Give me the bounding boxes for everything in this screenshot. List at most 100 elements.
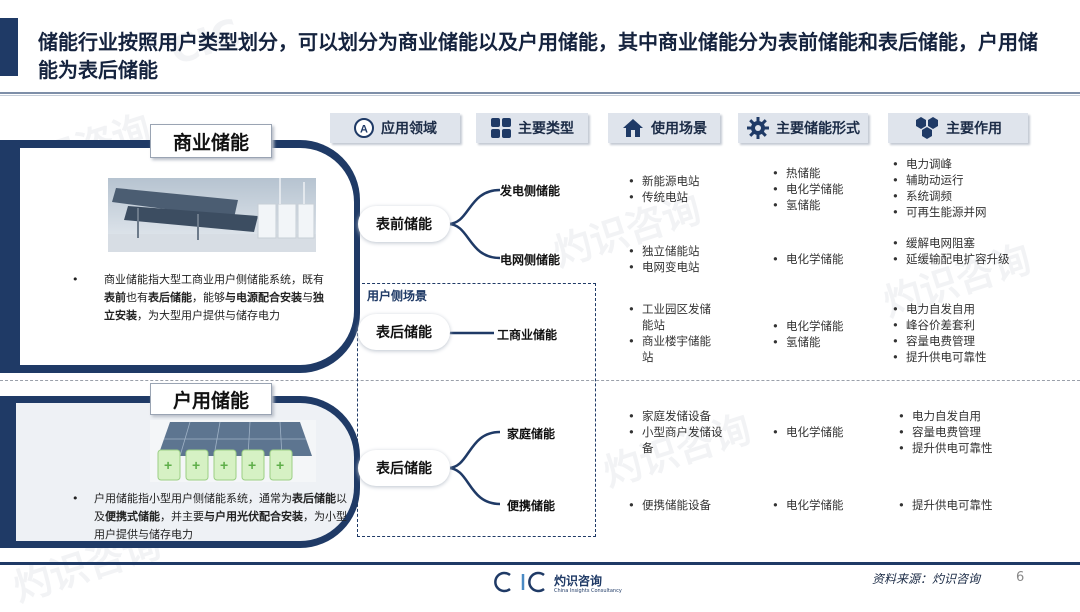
list-item: 容量电费管理	[896, 424, 1016, 440]
residential-description: • 户用储能指小型用户侧储能系统，通常为表后储能以及便携式储能，并主要与户用光伏…	[72, 490, 356, 544]
desc-bold: 与户用光伏配合安装	[204, 510, 303, 523]
portable-node: 便携储能	[507, 497, 555, 514]
footer-logo-text: 灼识咨询	[554, 574, 622, 588]
page-title: 储能行业按照用户类型划分，可以划分为商业储能以及户用储能，其中商业储能分为表前储…	[38, 28, 1048, 84]
svg-text:+: +	[164, 457, 172, 473]
list-item: 电网变电站	[626, 259, 726, 275]
a-circle-icon: A	[353, 117, 375, 139]
front-meter-label: 表前储能	[376, 214, 432, 234]
list-item: 电力自发自用	[896, 408, 1016, 424]
list-item: 新能源电站	[626, 173, 726, 189]
svg-text:+: +	[248, 457, 256, 473]
grid-icon	[490, 117, 512, 139]
list-item: 可再生能源并网	[890, 204, 1010, 220]
desc-text: 与	[302, 291, 313, 304]
form-list-0: 热储能 电化学储能 氢储能	[770, 165, 870, 213]
title-divider	[0, 92, 1080, 94]
svg-text:+: +	[220, 457, 228, 473]
list-item: 家庭发储设备	[626, 408, 726, 424]
list-item: 小型商户发储设备	[626, 424, 726, 456]
list-item: 电化学储能	[770, 251, 870, 267]
footer-rule	[0, 562, 1080, 565]
behind-meter-r-node: 表后储能	[358, 450, 450, 486]
list-item: 电化学储能	[770, 318, 870, 334]
list-item: 商业楼宇储能站	[626, 333, 716, 365]
list-item: 缓解电网阻塞	[890, 235, 1012, 251]
scene-list-4: 便携储能设备	[626, 497, 736, 513]
front-meter-node: 表前储能	[358, 206, 450, 242]
list-item: 电力自发自用	[890, 301, 1010, 317]
list-item: 提升供电可靠性	[896, 497, 1016, 513]
home-node: 家庭储能	[507, 425, 555, 442]
header-type-label: 主要类型	[518, 118, 574, 138]
desc-bold: 与电源配合安装	[225, 291, 302, 304]
footer-logo-sub: China Insights Consultancy	[554, 588, 622, 595]
header-role: 主要作用	[888, 113, 1028, 143]
page-number: 6	[1016, 570, 1024, 585]
list-item: 电力调峰	[890, 156, 1010, 172]
grid-side-node: 电网侧储能	[500, 251, 560, 268]
header-field-label: 应用领域	[381, 118, 437, 138]
header-scene: 使用场景	[608, 113, 720, 143]
commercial-label: 商业储能	[150, 124, 272, 158]
desc-bold: 表后储能	[292, 492, 336, 505]
commercial-description: • 商业储能指大型工商业用户侧储能系统，既有表前也有表后储能，能够与电源配合安装…	[72, 271, 334, 325]
list-item: 峰谷价差套利	[890, 317, 1010, 333]
behind-meter-r-label: 表后储能	[376, 458, 432, 478]
role-list-1: 缓解电网阻塞 延缓输配电扩容升级	[890, 235, 1012, 267]
list-item: 延缓输配电扩容升级	[890, 251, 1012, 267]
hexagons-icon	[914, 116, 940, 140]
behind-meter-c-node: 表后储能	[358, 314, 450, 350]
user-side-scene-label: 用户侧场景	[367, 287, 427, 304]
list-item: 提升供电可靠性	[890, 349, 1010, 365]
residential-image: + + + + +	[150, 420, 316, 482]
svg-text:+: +	[276, 457, 284, 473]
scene-list-3: 家庭发储设备 小型商户发储设备	[626, 408, 726, 456]
list-item: 氢储能	[770, 197, 870, 213]
role-list-2: 电力自发自用 峰谷价差套利 容量电费管理 提升供电可靠性	[890, 301, 1010, 365]
svg-text:+: +	[192, 457, 200, 473]
title-accent-bar	[0, 18, 18, 76]
header-type: 主要类型	[476, 113, 588, 143]
list-item: 电化学储能	[770, 181, 870, 197]
list-item: 提升供电可靠性	[896, 440, 1016, 456]
header-role-label: 主要作用	[946, 118, 1002, 138]
desc-text: 也有	[126, 291, 148, 304]
title-divider-thin	[0, 95, 1080, 96]
scene-list-0: 新能源电站 传统电站	[626, 173, 726, 205]
a-circle-letter: A	[360, 124, 368, 136]
desc-text: ，并主要	[160, 510, 204, 523]
residential-label: 户用储能	[150, 383, 272, 415]
header-scene-label: 使用场景	[651, 118, 707, 138]
list-item: 热储能	[770, 165, 870, 181]
form-list-3: 电化学储能	[770, 424, 870, 440]
ci-node: 工商业储能	[497, 326, 557, 343]
scene-list-1: 独立储能站 电网变电站	[626, 243, 726, 275]
cic-logo-icon	[494, 570, 550, 598]
house-icon	[621, 117, 645, 139]
header-form-label: 主要储能形式	[776, 118, 860, 138]
role-list-0: 电力调峰 辅助动运行 系统调频 可再生能源并网	[890, 156, 1010, 220]
list-item: 电化学储能	[770, 497, 870, 513]
form-list-4: 电化学储能	[770, 497, 870, 513]
form-list-1: 电化学储能	[770, 251, 870, 267]
list-item: 独立储能站	[626, 243, 726, 259]
desc-bold: 表后储能	[148, 291, 192, 304]
behind-meter-c-label: 表后储能	[376, 322, 432, 342]
commercial-image	[108, 178, 316, 252]
desc-bold: 表前	[104, 291, 126, 304]
list-item: 电化学储能	[770, 424, 870, 440]
footer-source: 资料来源：灼识咨询	[872, 570, 980, 587]
desc-text: 户用储能指小型用户侧储能系统，通常为	[94, 492, 292, 505]
list-item: 容量电费管理	[890, 333, 1010, 349]
desc-text: 商业储能指大型工商业用户侧储能系统，既有	[104, 273, 324, 286]
desc-text: ，能够	[192, 291, 225, 304]
list-item: 系统调频	[890, 188, 1010, 204]
form-list-2: 电化学储能 氢储能	[770, 318, 870, 350]
desc-text: ，为大型用户提供与储存电力	[137, 309, 280, 322]
list-item: 工业园区发储能站	[626, 301, 716, 333]
desc-bold: 便携式储能	[105, 510, 160, 523]
list-item: 传统电站	[626, 189, 726, 205]
list-item: 便携储能设备	[626, 497, 736, 513]
scene-list-2: 工业园区发储能站 商业楼宇储能站	[626, 301, 716, 365]
